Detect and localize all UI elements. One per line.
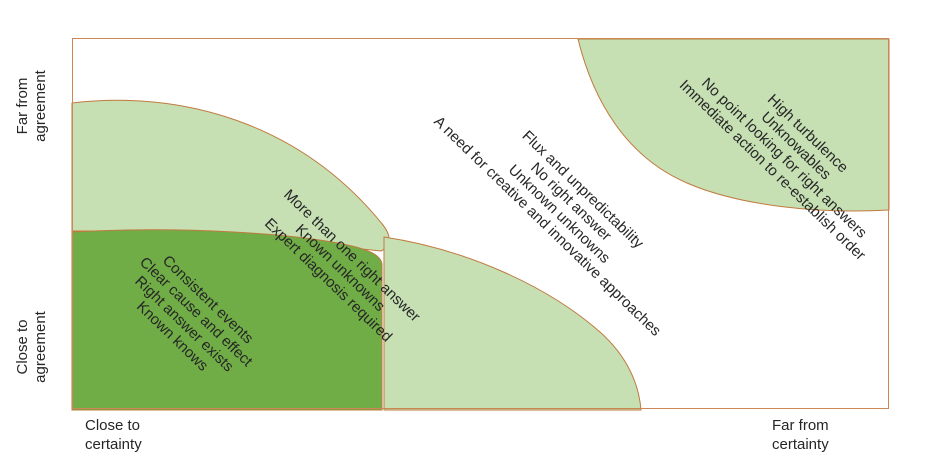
axis-line: agreement xyxy=(32,311,49,383)
chaotic-zone-shape xyxy=(577,38,890,212)
plot-area-border xyxy=(72,38,889,409)
y-axis-label-top: Far from agreement xyxy=(14,70,50,142)
axis-line: certainty xyxy=(85,436,142,453)
axis-line: Close to xyxy=(85,417,141,434)
x-axis-label-left: Close to certainty xyxy=(85,416,142,454)
axis-line: agreement xyxy=(32,70,49,142)
axis-line: Far from xyxy=(772,417,829,434)
complicated-lower-shape xyxy=(383,236,642,411)
axis-line: Close to xyxy=(14,319,31,375)
simple-zone-shape xyxy=(71,229,383,411)
axis-line: certainty xyxy=(772,436,829,453)
axis-line: Far from xyxy=(14,77,31,135)
y-axis-label-bottom: Close to agreement xyxy=(14,311,50,383)
x-axis-label-right: Far from certainty xyxy=(772,416,829,454)
